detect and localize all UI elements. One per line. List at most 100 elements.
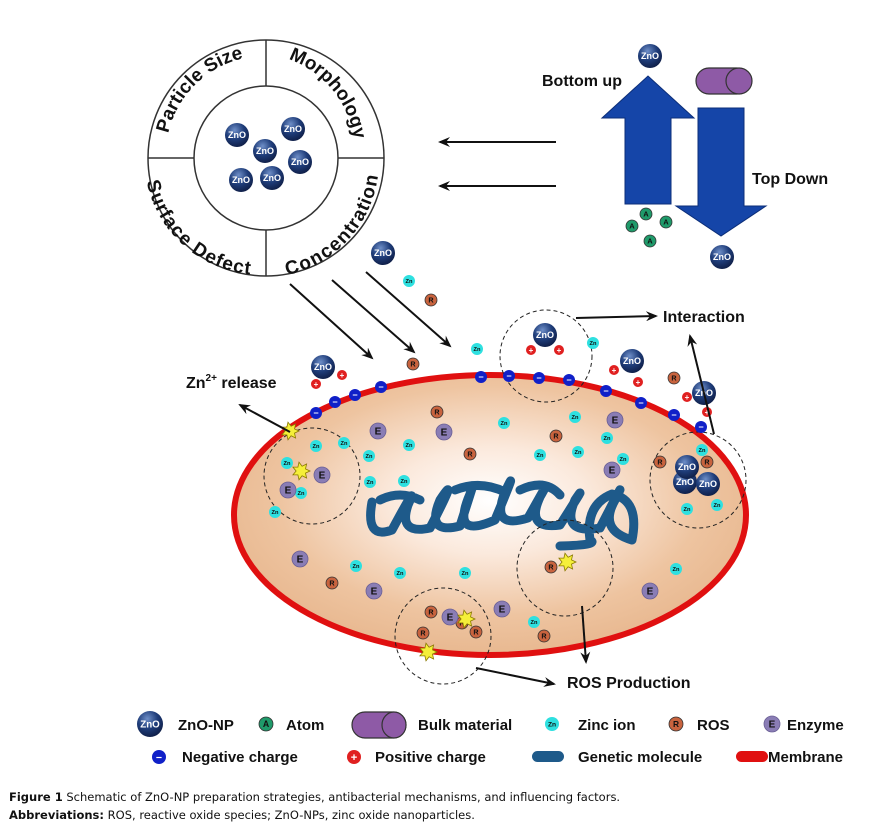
- negative-charge-icon: −: [310, 407, 322, 419]
- bottom-up-label: Bottom up: [542, 73, 622, 90]
- svg-text:ZnO: ZnO: [699, 479, 717, 489]
- zinc-ion-icon: Zn: [534, 449, 546, 461]
- enzyme-icon: E: [763, 715, 781, 733]
- svg-text:ZnO: ZnO: [374, 248, 392, 258]
- ros-icon: R: [469, 625, 483, 639]
- svg-text:ZnO: ZnO: [263, 173, 281, 183]
- svg-text:Zn: Zn: [313, 444, 320, 450]
- enzyme-icon: E: [641, 582, 659, 600]
- negative-charge-icon: −: [375, 381, 387, 393]
- zinc-ion-icon: Zn: [310, 440, 322, 452]
- svg-text:E: E: [499, 605, 506, 616]
- svg-text:Zn: Zn: [462, 571, 469, 577]
- enzyme-icon: E: [435, 423, 453, 441]
- zno-np-icon: ZnO: [311, 355, 335, 379]
- abbreviations: Abbreviations: ROS, reactive oxide speci…: [9, 808, 475, 822]
- zno-np-icon: ZnO: [281, 117, 305, 141]
- zno-np-icon: ZnO: [533, 323, 557, 347]
- negative-charge-icon: −: [475, 371, 487, 383]
- ros-arrow: [580, 605, 591, 664]
- svg-text:E: E: [612, 416, 619, 427]
- svg-text:−: −: [566, 375, 571, 385]
- atom-icon: A: [659, 215, 673, 229]
- svg-text:ZnO: ZnO: [291, 157, 309, 167]
- top-down-label: Top Down: [752, 171, 828, 188]
- svg-text:A: A: [629, 222, 635, 231]
- svg-text:E: E: [319, 471, 326, 482]
- svg-text:E: E: [297, 555, 304, 566]
- damage-star-icon: [419, 642, 438, 662]
- enzyme-icon: E: [313, 466, 331, 484]
- svg-text:R: R: [467, 450, 473, 459]
- svg-text:ZnO: ZnO: [536, 330, 554, 340]
- svg-text:E: E: [647, 587, 654, 598]
- svg-text:Zn: Zn: [406, 443, 413, 449]
- zinc-ion-icon: Zn: [459, 567, 471, 579]
- svg-text:+: +: [636, 378, 641, 387]
- schematic-diagram: Particle Size Morphology Surface Defect …: [137, 39, 844, 766]
- arrow-into-cell: [289, 283, 374, 360]
- zinc-ion-icon: Zn: [587, 337, 599, 349]
- genetic-molecule-icon: [532, 751, 564, 762]
- svg-text:ZnO: ZnO: [140, 720, 160, 731]
- svg-text:+: +: [529, 346, 534, 355]
- zinc-ion-icon: Zn: [338, 437, 350, 449]
- negative-charge-icon: −: [668, 409, 680, 421]
- svg-text:Zn: Zn: [531, 620, 538, 626]
- zn-release-label: Zn2+ release: [186, 373, 277, 392]
- svg-text:Zn: Zn: [575, 450, 582, 456]
- bulk-material-icon: [695, 67, 753, 95]
- zno-np-icon: ZnO: [696, 472, 720, 496]
- positive-charge-icon: +: [554, 345, 564, 355]
- zno-np-icon: ZnO: [260, 166, 284, 190]
- ros-icon: R: [667, 371, 681, 385]
- svg-text:−: −: [603, 386, 608, 396]
- svg-text:ZnO: ZnO: [228, 130, 246, 140]
- ros-icon: R: [700, 455, 714, 469]
- legend-label-negative-charge: Negative charge: [182, 749, 298, 766]
- zno-np-icon: ZnO: [253, 139, 277, 163]
- bottom-up-arrow: [600, 75, 696, 205]
- zno-np-icon: ZnO: [229, 168, 253, 192]
- svg-text:ZnO: ZnO: [256, 146, 274, 156]
- zinc-ion-icon: Zn: [398, 475, 410, 487]
- legend-label-atom: Atom: [286, 717, 324, 734]
- interaction-label: Interaction: [663, 309, 745, 326]
- enzyme-icon: E: [369, 422, 387, 440]
- negative-charge-icon: −: [635, 397, 647, 409]
- svg-text:Zn: Zn: [401, 479, 408, 485]
- cytoplasm: [234, 375, 746, 655]
- negative-charge-icon: −: [563, 374, 575, 386]
- legend-label-bulk-material: Bulk material: [418, 717, 512, 734]
- figure-label: Figure 1: [9, 790, 63, 804]
- svg-text:−: −: [671, 410, 676, 420]
- svg-text:Zn: Zn: [366, 454, 373, 460]
- svg-text:R: R: [428, 296, 434, 305]
- legend-label-enzyme: Enzyme: [787, 717, 844, 734]
- enzyme-icon: E: [441, 608, 459, 626]
- abbreviations-label: Abbreviations:: [9, 808, 105, 822]
- svg-text:Zn: Zn: [298, 491, 305, 497]
- svg-text:+: +: [340, 371, 345, 380]
- svg-text:+: +: [351, 752, 358, 764]
- svg-text:R: R: [434, 408, 440, 417]
- damage-star-icon: [457, 609, 476, 629]
- zinc-ion-icon: Zn: [471, 343, 483, 355]
- svg-text:R: R: [657, 458, 663, 467]
- svg-text:Zn: Zn: [284, 461, 291, 467]
- ros-icon: R: [544, 560, 558, 574]
- bacterial-cell: −−−−−−−−−−−−ZnO++ZnO++ZnO++ZnO++ZnOZnRRZ…: [231, 241, 749, 685]
- svg-text:Zn: Zn: [673, 567, 680, 573]
- svg-text:−: −: [506, 371, 511, 381]
- negative-charge-icon: −: [349, 389, 361, 401]
- damage-star-icon: [292, 461, 311, 481]
- svg-text:E: E: [769, 720, 776, 731]
- svg-text:−: −: [478, 372, 483, 382]
- negative-charge-icon: −: [533, 372, 545, 384]
- zinc-ion-icon: Zn: [528, 616, 540, 628]
- zinc-ion-icon: Zn: [569, 411, 581, 423]
- atom-icon: A: [643, 234, 657, 248]
- svg-text:R: R: [420, 629, 426, 638]
- damage-star-icon: [281, 421, 300, 441]
